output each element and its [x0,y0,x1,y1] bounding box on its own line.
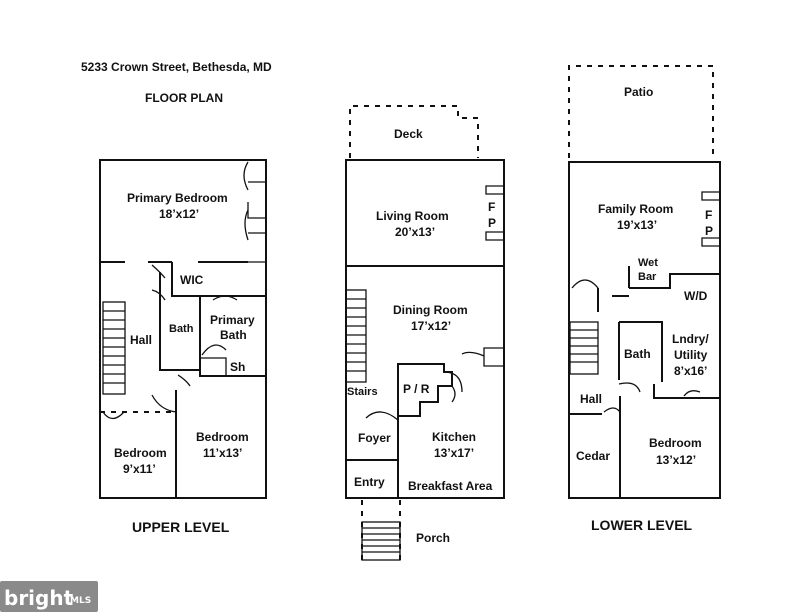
upper-bath-wall [159,310,200,371]
watermark-background [0,581,98,612]
main-kitchen-size: 13’x17’ [434,446,474,460]
lower-wd-label: W/D [684,289,708,303]
lower-bath-label: Bath [624,347,651,361]
address-text: 5233 Crown Street, Bethesda, MD [81,60,272,74]
lower-fireplace-label-1: F [705,208,712,222]
main-pantry-label: P / R [403,382,430,396]
main-pantry-wall [397,363,453,417]
main-dining-window-mark [483,347,505,367]
upper-primary-bath-door [212,295,238,301]
lower-cedar-door [603,407,621,413]
main-porch-label: Porch [416,531,450,545]
lower-wetbar-label-2: Bar [638,271,657,283]
upper-hall-label: Hall [130,333,152,347]
upper-bedroom-doors [102,374,191,420]
upper-shower-label: Sh [230,360,245,374]
main-living-room-label: Living Room [376,209,449,223]
lower-family-room-label: Family Room [598,202,673,216]
lower-cedar-label: Cedar [576,449,610,463]
lower-bedroom-label: Bedroom [649,436,702,450]
upper-level-plan: Primary Bedroom 18’x12’ WIC Hall Bath Pr… [99,159,267,535]
upper-wic-label: WIC [180,273,204,287]
lower-outer-wall [568,161,721,499]
lower-wetbar-wall [629,273,720,289]
upper-primary-bedroom-size: 18’x12’ [159,207,199,221]
main-level-plan: Deck Living Room 20’x13’ F P Dining Room… [345,105,505,561]
lower-family-door [571,279,599,289]
watermark-suffix: MLS [70,596,91,606]
upper-bedroom-right-label: Bedroom [196,430,249,444]
main-fireplace-label-1: F [488,200,495,214]
main-fireplace-label-2: P [488,216,496,230]
main-porch-steps [361,500,401,561]
upper-bedroom-left-size: 9’x11’ [123,462,156,476]
main-entry-label: Entry [354,475,385,489]
lower-family-room-size: 19’x13’ [617,218,657,232]
main-stairs [345,289,367,383]
bright-mls-watermark: bright MLS [0,581,98,612]
upper-level-title: UPPER LEVEL [132,519,230,535]
upper-primary-bath-label-2: Bath [220,328,247,342]
lower-hall-wall [597,288,629,312]
main-stairs-label: Stairs [347,386,378,398]
lower-bedroom-size: 13’x12’ [656,453,696,467]
upper-shower-mark [200,344,227,376]
lower-cedar-wall [569,396,621,498]
main-dining-room-size: 17’x12’ [411,319,451,333]
main-living-room-size: 20’x13’ [395,225,435,239]
upper-bedroom-right-size: 11’x13’ [203,446,242,460]
upper-window-marks [247,181,266,263]
upper-wic-door [151,264,166,301]
upper-bedroom-left-label: Bedroom [114,446,167,460]
main-foyer-label: Foyer [358,431,391,445]
lower-laundry-size: 8’x16’ [674,364,707,378]
lower-bath-wall [619,321,663,382]
lower-wetbar-label-1: Wet [638,257,658,269]
upper-closet-arcs [243,161,249,241]
lower-laundry-label-1: Lndry/ [672,332,709,346]
main-deck-label: Deck [394,127,423,141]
upper-primary-bath-wall [199,295,266,377]
upper-wic-wall [171,262,210,297]
upper-primary-bedroom-label: Primary Bedroom [127,191,228,205]
lower-patio-outline [568,65,714,158]
upper-stairs [102,301,126,395]
lower-patio-label: Patio [624,85,653,99]
main-dining-room-label: Dining Room [393,303,468,317]
upper-primary-bath-label-1: Primary [210,313,255,327]
main-foyer-door [365,411,399,421]
lower-laundry-label-2: Utility [674,348,708,362]
main-breakfast-label: Breakfast Area [408,479,493,493]
lower-level-plan: Patio Family Room 19’x13’ F P Wet Bar W/… [568,65,721,533]
main-pantry-doors [443,351,485,403]
main-kitchen-label: Kitchen [432,430,476,444]
lower-fireplace-marks [701,191,721,247]
main-fireplace-marks [485,185,505,241]
upper-outer-wall [99,159,267,499]
lower-level-title: LOWER LEVEL [591,517,693,533]
lower-fireplace-label-2: P [705,224,713,238]
watermark-brand: bright [4,586,74,610]
upper-bath-label: Bath [169,323,194,335]
floor-plan-subtitle: FLOOR PLAN [145,91,223,105]
main-foyer-divider [346,416,399,498]
main-deck-outline [349,105,479,158]
lower-stairs [569,321,599,375]
lower-hall-label: Hall [580,392,602,406]
lower-bath-doors [618,382,701,397]
lower-laundry-wall [653,384,720,399]
